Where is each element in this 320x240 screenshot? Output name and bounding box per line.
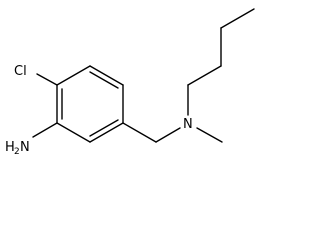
c-nh2-bond: [32, 122, 58, 138]
ring-bond-4: [56, 122, 91, 143]
ring-bond-6: [56, 65, 91, 86]
structure-canvas: Cl H 2 N N: [5, 8, 255, 155]
butyl-bond-2: [187, 65, 222, 86]
benzene-ring: [56, 65, 124, 143]
butyl-bond-4: [220, 8, 255, 29]
chlorine-label: Cl: [14, 64, 27, 79]
ring-double-bond-a: [89, 71, 119, 89]
molecule-diagram: Cl H 2 N N: [5, 8, 255, 155]
ring-bond-1: [89, 65, 124, 86]
amine-h-subscript: 2: [14, 147, 20, 155]
c-cl-bond: [36, 73, 58, 86]
ring-ch2-bond: [122, 122, 157, 143]
ch2-n-bond: [155, 127, 181, 143]
amine-h-label: H: [5, 140, 15, 155]
amine-n-label: N: [20, 140, 30, 155]
ring-bond-3: [89, 122, 124, 143]
tertiary-n-label: N: [183, 117, 193, 132]
ring-double-bond-b: [89, 119, 119, 137]
amine-group-label: H 2 N: [5, 140, 30, 155]
n-methyl-bond: [196, 127, 223, 143]
